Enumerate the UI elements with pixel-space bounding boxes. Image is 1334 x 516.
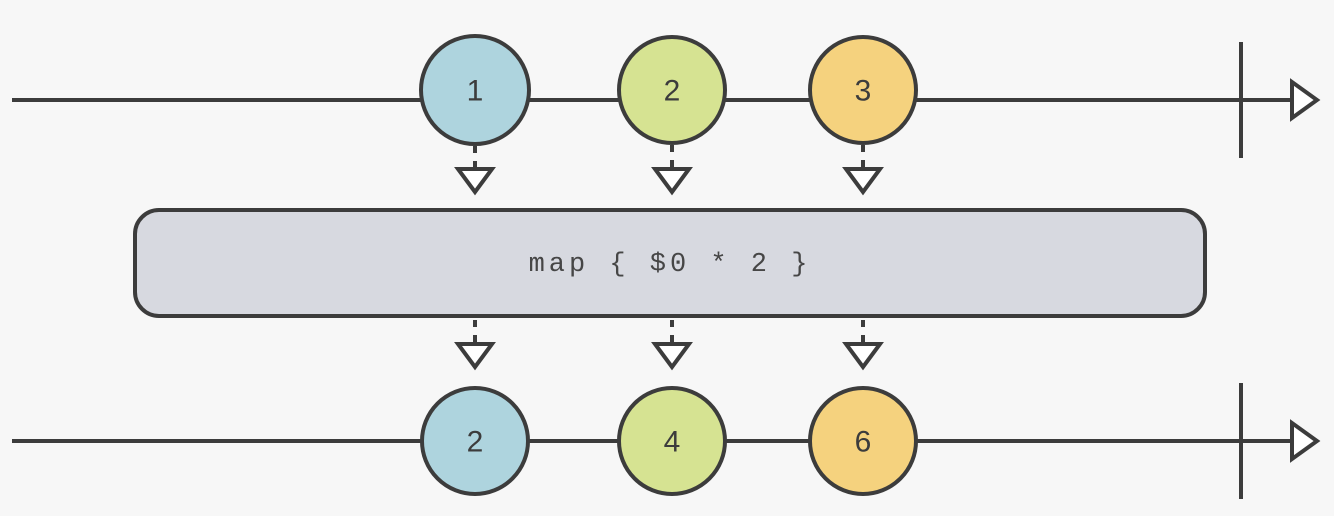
source-marble-1-circle[interactable] <box>419 34 531 146</box>
result-marble-2-label: 4 <box>664 426 681 459</box>
connector-into-operator-3 <box>842 145 884 196</box>
connector-into-operator-1 <box>454 146 496 196</box>
connector-out-of-operator-1-arrow-icon <box>454 342 496 371</box>
result-marble-3-label: 6 <box>855 426 872 459</box>
source-marble-1-label: 1 <box>467 75 484 108</box>
connector-into-operator-3-arrow-icon <box>842 167 884 196</box>
connector-into-operator-1-arrow-icon <box>454 167 496 196</box>
connector-out-of-operator-3 <box>842 320 884 371</box>
connector-into-operator-2-arrow-icon <box>651 167 693 196</box>
source-marble-3[interactable]: 3 <box>808 35 918 145</box>
source-marble-1[interactable]: 1 <box>419 34 531 146</box>
result-marble-3-circle[interactable] <box>808 386 918 496</box>
source-timeline-arrow-icon <box>1290 78 1321 122</box>
result-marble-2[interactable]: 4 <box>617 386 727 496</box>
result-marble-1[interactable]: 2 <box>420 386 530 496</box>
connector-out-of-operator-2-arrow-icon <box>651 342 693 371</box>
connector-out-of-operator-3-arrow-icon <box>842 342 884 371</box>
result-marble-1-label: 2 <box>467 426 484 459</box>
result-timeline: 2 4 6 <box>12 383 1321 499</box>
operator-box[interactable]: map { $0 * 2 } <box>133 208 1207 318</box>
connectors-into-operator <box>454 145 884 196</box>
source-marble-2-label: 2 <box>664 75 681 108</box>
result-marble-1-circle[interactable] <box>420 386 530 496</box>
source-marble-2-circle[interactable] <box>617 35 727 145</box>
connector-out-of-operator-1 <box>454 320 496 371</box>
result-marble-2-circle[interactable] <box>617 386 727 496</box>
connector-into-operator-2 <box>651 145 693 196</box>
operator-box-label: map { $0 * 2 } <box>529 250 812 280</box>
source-marble-3-label: 3 <box>855 75 872 108</box>
source-timeline: 1 2 3 <box>12 34 1321 158</box>
result-timeline-arrow-icon <box>1290 419 1321 463</box>
connectors-out-of-operator <box>454 320 884 371</box>
connector-out-of-operator-2 <box>651 320 693 371</box>
operator-box-rect[interactable] <box>133 208 1207 318</box>
source-marble-2[interactable]: 2 <box>617 35 727 145</box>
source-marble-3-circle[interactable] <box>808 35 918 145</box>
result-marble-3[interactable]: 6 <box>808 386 918 496</box>
